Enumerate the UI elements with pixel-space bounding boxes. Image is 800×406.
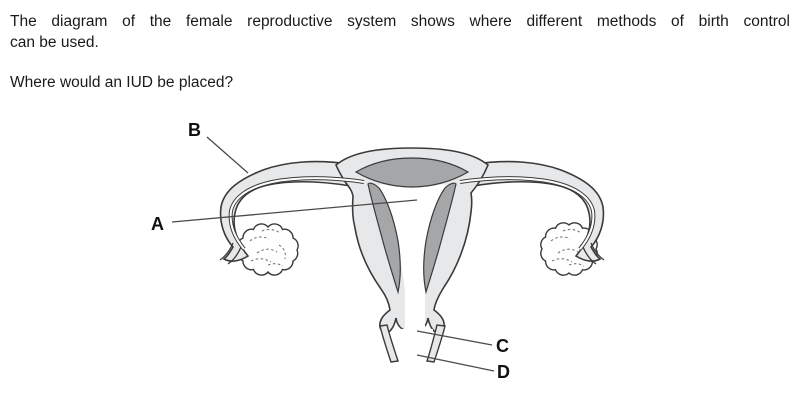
label-a: A [151,214,164,234]
label-d: D [497,362,510,382]
intro-line-2: can be used. [10,34,99,51]
ovary-left-texture [249,228,286,267]
question-prompt: Where would an IUD be placed? [10,74,234,91]
pointer-lines [171,136,495,372]
label-b: B [188,120,201,140]
question-intro: The diagram of the female reproductive s… [10,11,790,53]
vagina-wall-left [379,324,399,363]
tube-lumens [228,176,596,251]
uterine-wall-right [423,182,457,295]
pointer-line-b [206,136,249,174]
vagina [379,324,446,363]
fundus-muscle [354,157,470,188]
intro-line-1: The diagram of the female reproductive s… [10,13,790,30]
ovary-right [540,222,598,276]
question-text: The diagram of the female reproductive s… [10,11,790,93]
ovary-right-texture [550,228,587,267]
tube-lumen-right [459,177,595,250]
fimbriae-left [219,242,242,265]
pointer-line-c [416,330,493,346]
pointer-line-a [171,199,418,223]
ovary-left [237,223,299,276]
vaginal-canal [397,329,433,361]
label-c: C [496,336,509,356]
tube-lumen-left [229,177,365,250]
pointer-line-d [416,354,495,372]
uterine-wall-left [367,182,401,295]
fimbriae-right [582,242,605,265]
vagina-wall-right [426,324,446,363]
